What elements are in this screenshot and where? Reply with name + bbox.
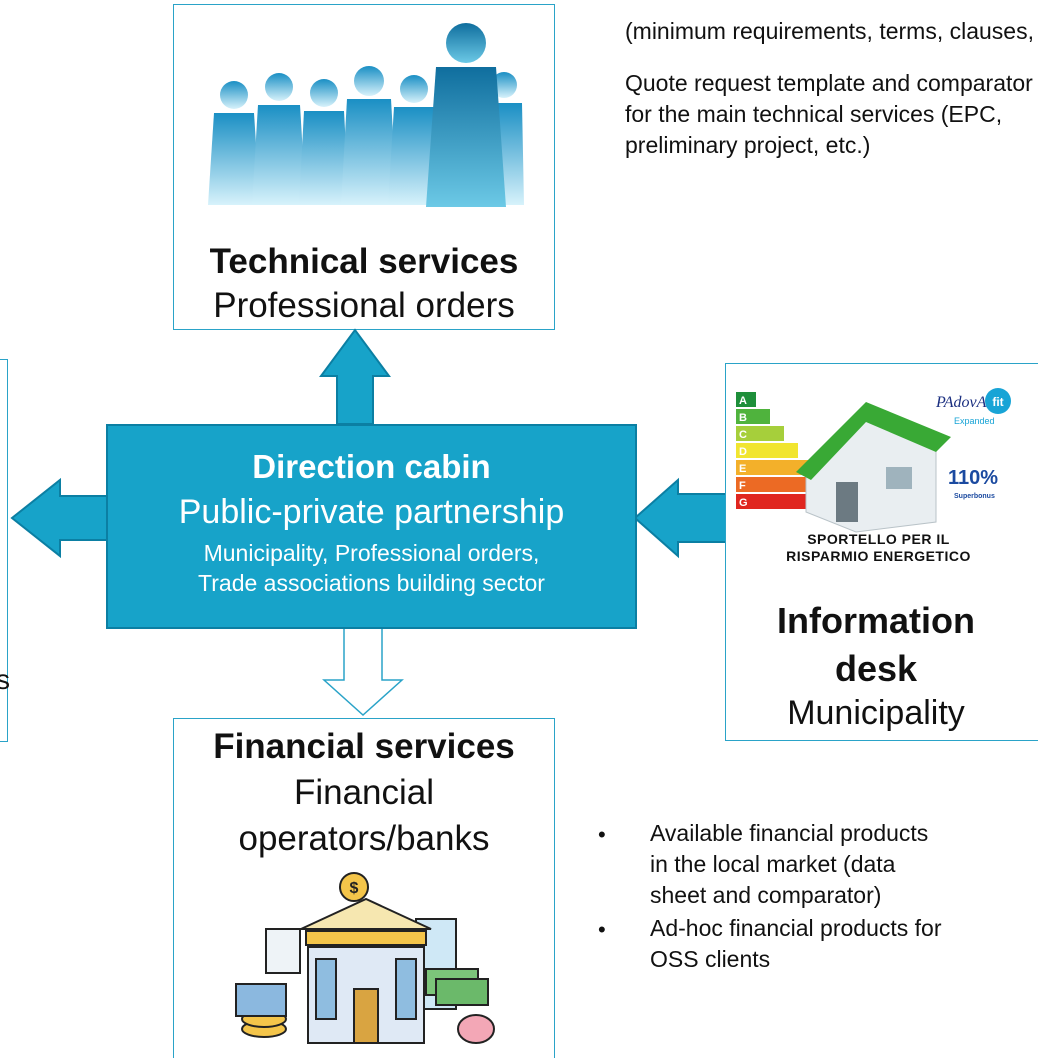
svg-text:Superbonus: Superbonus — [954, 493, 995, 500]
svg-text:Expanded: Expanded — [954, 416, 995, 426]
bottom-bullet-list: Available financial products in the loca… — [598, 818, 1028, 975]
logo-caption-line2: RISPARMIO ENERGETICO — [786, 548, 971, 564]
left-partial-box — [0, 359, 8, 742]
svg-text:F: F — [739, 480, 746, 492]
financial-services-subtitle-line1: Financial — [293, 773, 435, 812]
arrow-up-icon — [319, 328, 391, 425]
information-desk-box: A B C D E F G PAdovA fit Expanded 110% S… — [725, 363, 1038, 741]
direction-cabin-box: Direction cabin Public-private partnersh… — [106, 424, 637, 629]
financial-services-box: Financial services Financial operators/b… — [173, 718, 555, 1058]
bottom-bullet-1: Available financial products in the loca… — [598, 818, 950, 911]
svg-text:PAdovA: PAdovA — [935, 394, 987, 411]
direction-cabin-title: Direction cabin — [252, 448, 491, 485]
svg-text:E: E — [739, 463, 746, 475]
svg-text:D: D — [739, 446, 747, 458]
top-bullet-list: (minimum requirements, terms, clauses, e… — [571, 16, 1038, 226]
technical-services-subtitle: Professional orders — [213, 286, 515, 325]
left-box-text-fragment: s — [0, 664, 10, 695]
svg-text:110%: 110% — [948, 467, 998, 489]
information-desk-title-line1: Information — [777, 600, 975, 641]
svg-text:G: G — [739, 497, 748, 509]
information-desk-title-line2: desk — [834, 648, 918, 689]
information-desk-subtitle: Municipality — [787, 694, 965, 732]
logo-caption-line1: SPORTELLO PER IL — [807, 531, 950, 547]
svg-text:C: C — [739, 429, 747, 441]
top-bullet-2: • Quote request template and comparator … — [571, 70, 1033, 158]
energy-class-bars: A B C D E F G — [736, 392, 840, 509]
top-bullet-1: (minimum requirements, terms, clauses, e… — [625, 18, 1038, 44]
svg-text:fit: fit — [992, 395, 1003, 409]
svg-text:$: $ — [350, 880, 359, 897]
direction-cabin-members-line1: Municipality, Professional orders, — [203, 540, 540, 566]
arrow-left-into-cabin-icon — [633, 477, 728, 559]
arrow-down-icon — [322, 625, 404, 717]
financial-services-subtitle-line2: operators/banks — [238, 819, 490, 858]
technical-services-box: Technical services Professional orders — [173, 4, 555, 330]
bottom-bullet-2: Ad-hoc financial products for OSS client… — [598, 913, 950, 975]
direction-cabin-subtitle: Public-private partnership — [178, 493, 565, 531]
technical-services-title: Technical services — [209, 242, 519, 281]
financial-services-title: Financial services — [213, 727, 515, 766]
arrow-left-icon — [10, 477, 111, 559]
energy-house-logo: A B C D E F G PAdovA fit Expanded 110% S… — [736, 388, 1011, 533]
house-icon — [796, 402, 951, 533]
people-silhouettes-icon — [208, 23, 524, 207]
bank-illustration-icon: $ — [235, 872, 495, 1044]
direction-cabin-members-line2: Trade associations building sector — [198, 570, 545, 596]
svg-text:A: A — [739, 395, 747, 407]
svg-text:B: B — [739, 412, 747, 424]
